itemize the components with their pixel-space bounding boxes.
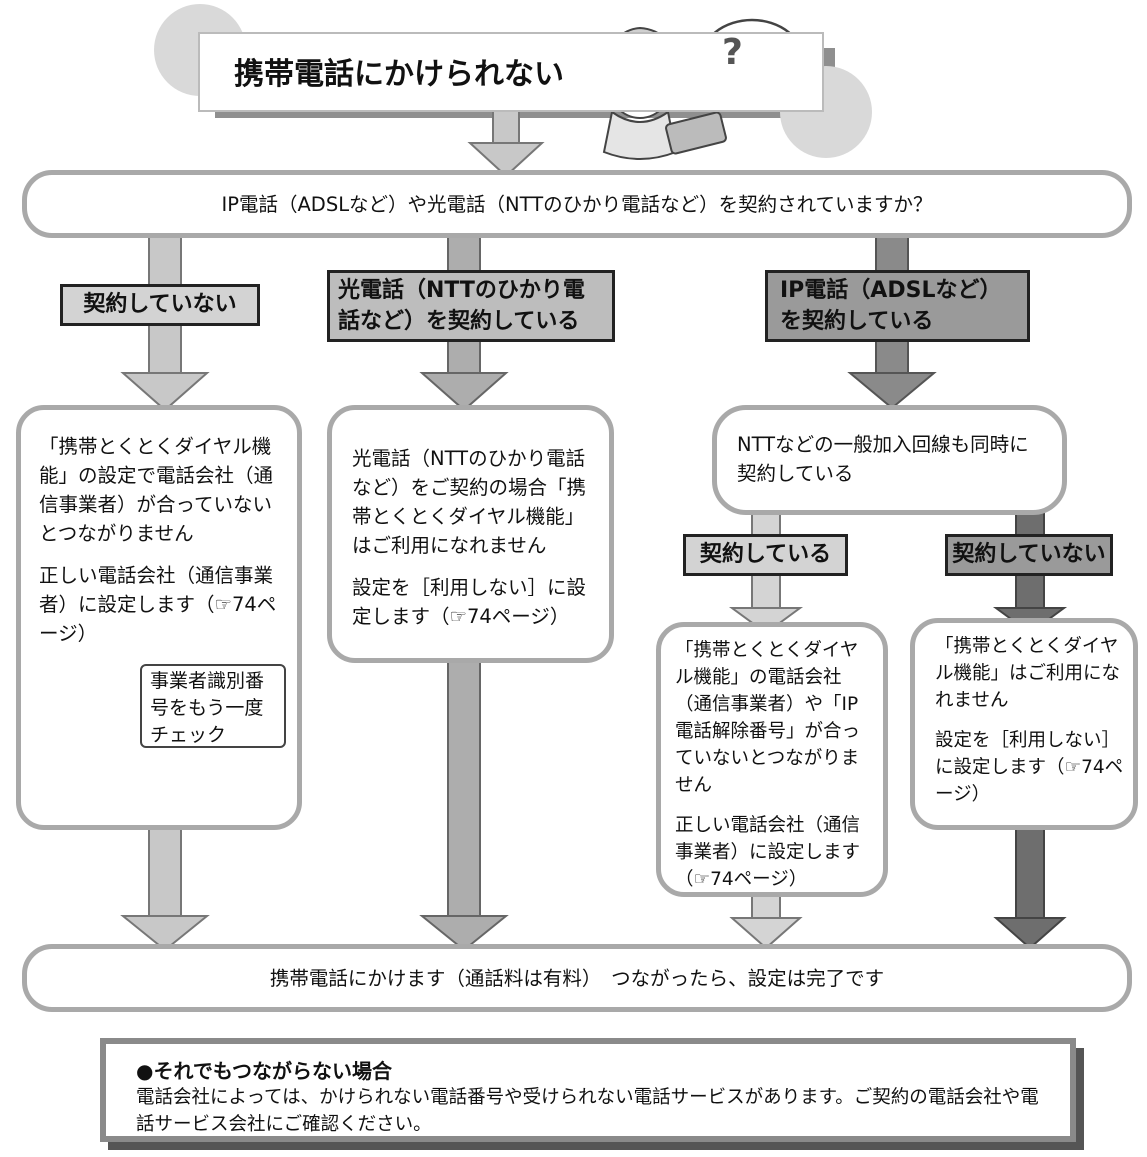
box-hikari: 光電話（NTTのひかり電話など）をご契約の場合「携帯とくとくダイヤル機能」はご利… [327, 405, 614, 663]
sub-contracted-text-1: 「携帯とくとくダイヤル機能」の電話会社（通信事業者）や「IP電話解除番号」が合っ… [675, 640, 861, 796]
box-general-line-question: NTTなどの一般加入回線も同時に契約している [712, 405, 1067, 515]
label-hikari-contracted: 光電話（NTTのひかり電話など）を契約している [327, 270, 615, 342]
arrow-col1-lower [120, 827, 210, 952]
box-sub-not-contracted: 「携帯とくとくダイヤル機能」はご利用になれません 設定を［利用しない］に設定しま… [910, 618, 1138, 830]
label-ip-contracted: IP電話（ADSLなど）を契約している [765, 270, 1030, 342]
main-question-text: IP電話（ADSLなど）や光電話（NTTのひかり電話など）を契約されていますか？ [221, 193, 933, 216]
final-text: 携帯電話にかけます（通話料は有料） つながったら、設定は完了です [269, 967, 885, 990]
arrow-title-to-question [467, 109, 545, 178]
main-question-box: IP電話（ADSLなど）や光電話（NTTのひかり電話など）を契約されていますか？ [22, 170, 1132, 238]
final-box: 携帯電話にかけます（通話料は有料） つながったら、設定は完了です [22, 944, 1132, 1012]
arrow-sub-right-lower [993, 824, 1067, 950]
sub-not-contracted-text-2: 設定を［利用しない］に設定します（☞74ページ） [935, 730, 1124, 805]
note-body: 電話会社によっては、かけられない電話番号や受けられない電話サービスがあります。ご… [136, 1087, 1039, 1135]
not-contracted-text-1: 「携帯とくとくダイヤル機能」の設定で電話会社（通信事業者）が合っていないとつなが… [39, 435, 274, 545]
speech-bubble-check-id: 事業者識別番号をもう一度チェック [140, 664, 286, 748]
box-not-contracted: 「携帯とくとくダイヤル機能」の設定で電話会社（通信事業者）が合っていないとつなが… [16, 405, 302, 830]
arrow-sub-left-lower [729, 892, 803, 950]
title-text: 携帯電話にかけられない [234, 57, 564, 92]
note-heading: ●それでもつながらない場合 [136, 1059, 393, 1083]
speech-bubble-text: 事業者識別番号をもう一度チェック [150, 670, 265, 746]
note-box: ●それでもつながらない場合 電話会社によっては、かけられない電話番号や受けられな… [100, 1038, 1076, 1142]
sub-not-contracted-text-1: 「携帯とくとくダイヤル機能」はご利用になれません [935, 636, 1121, 711]
label-sub-not-contracted: 契約していない [945, 534, 1113, 576]
hikari-text-1: 光電話（NTTのひかり電話など）をご契約の場合「携帯とくとくダイヤル機能」はご利… [352, 447, 587, 557]
question-mark-icon: ? [722, 32, 743, 73]
not-contracted-text-2: 正しい電話会社（通信事業者）に設定します（☞74ページ） [39, 564, 277, 645]
label-sub-contracted: 契約している [683, 534, 848, 576]
sub-contracted-text-2: 正しい電話会社（通信事業者）に設定します（☞74ページ） [675, 815, 861, 890]
title-box: 携帯電話にかけられない [200, 34, 822, 110]
arrow-col2-lower [419, 654, 509, 952]
general-line-question-text: NTTなどの一般加入回線も同時に契約している [737, 433, 1029, 485]
label-not-contracted: 契約していない [60, 284, 260, 326]
box-sub-contracted: 「携帯とくとくダイヤル機能」の電話会社（通信事業者）や「IP電話解除番号」が合っ… [656, 622, 888, 897]
hikari-text-2: 設定を［利用しない］に設定します（☞74ページ） [352, 576, 587, 628]
